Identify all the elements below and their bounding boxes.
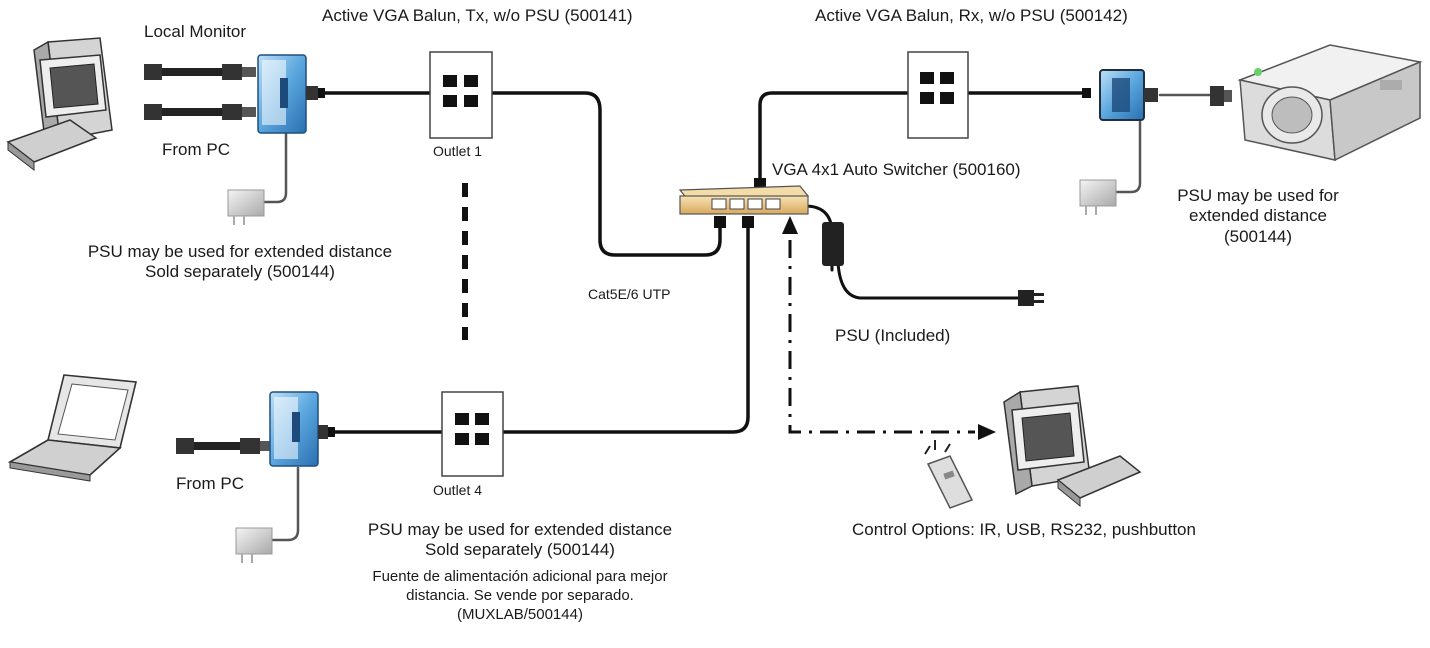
wall-outlet-icon xyxy=(441,391,504,477)
spanish-note-line: distancia. Se vende por separado. xyxy=(406,587,634,605)
outlet4-label: Outlet 4 xyxy=(433,482,483,498)
psu-bottom-line: Sold separately (500144) xyxy=(425,540,615,560)
psu-rx-note: PSU may be used for extended distance (5… xyxy=(1140,186,1376,247)
psu-rx-line: PSU may be used for xyxy=(1177,186,1339,205)
laptop-icon xyxy=(7,374,137,482)
tx-balun-icon xyxy=(269,391,328,467)
rj45-end xyxy=(326,427,335,437)
psu-top-left-line: PSU may be used for extended distance xyxy=(87,242,393,261)
arrow-up-icon xyxy=(782,216,798,234)
vga-cable-icon xyxy=(176,438,272,454)
psu-included-label: PSU (Included) xyxy=(835,326,951,345)
from-pc-bottom-label: From PC xyxy=(176,474,244,493)
arrow-right-icon xyxy=(978,424,996,440)
psu-rx-line: (500144) xyxy=(1223,226,1293,246)
rj45-end xyxy=(316,88,325,98)
psu-top-left-note: PSU may be used for extended distance So… xyxy=(30,242,450,283)
spanish-note: Fuente de alimentación adicional para me… xyxy=(300,567,740,625)
switcher-label: VGA 4x1 Auto Switcher (500160) xyxy=(772,160,1021,179)
tx-balun-icon xyxy=(257,54,318,134)
psu-bottom-note: PSU may be used for extended distance So… xyxy=(300,520,740,561)
rj45-end xyxy=(742,216,754,228)
psu-top-left-line: Sold separately (500144) xyxy=(145,262,335,282)
vga-connector-icon xyxy=(1210,86,1232,106)
cable-psu-rx xyxy=(1113,120,1142,194)
cable-label: Cat5E/6 UTP xyxy=(588,286,671,302)
rj45-end xyxy=(714,216,726,228)
wall-outlet-icon xyxy=(429,51,493,139)
cable-psu-plug xyxy=(836,260,1027,300)
psu-adapter-icon xyxy=(1079,179,1117,215)
psu-brick-icon xyxy=(822,222,844,266)
wall-outlet-icon xyxy=(907,51,969,139)
projector-icon xyxy=(1237,44,1423,162)
cable-switcher-to-outlet-rx xyxy=(758,91,910,192)
from-pc-top-label: From PC xyxy=(162,140,230,159)
power-plug-icon xyxy=(1018,290,1044,306)
rj45-end xyxy=(1082,88,1091,98)
cable-psu-tx-bottom xyxy=(268,466,300,542)
control-options-label: Control Options: IR, USB, RS232, pushbut… xyxy=(852,520,1196,539)
psu-adapter-icon xyxy=(235,527,273,563)
desktop-pc-icon xyxy=(6,37,113,172)
rx-balun-icon xyxy=(1099,69,1158,121)
control-line xyxy=(788,240,975,434)
psu-rx-line: extended distance xyxy=(1189,206,1327,226)
spanish-note-line: Fuente de alimentación adicional para me… xyxy=(372,568,668,585)
vga-cable-icon xyxy=(144,64,256,80)
cable-psu-tx-top xyxy=(260,130,288,204)
psu-bottom-line: PSU may be used for extended distance xyxy=(367,520,673,539)
tx-balun-label: Active VGA Balun, Tx, w/o PSU (500141) xyxy=(322,6,633,25)
spanish-note-line: (MUXLAB/500144) xyxy=(457,606,583,624)
rx-balun-label: Active VGA Balun, Rx, w/o PSU (500142) xyxy=(815,6,1128,25)
switcher-icon xyxy=(678,185,810,215)
desktop-pc-icon xyxy=(1003,385,1142,508)
local-monitor-label: Local Monitor xyxy=(144,22,247,41)
vga-cable-icon xyxy=(144,104,256,120)
cable-outlet1-to-switcher xyxy=(490,91,722,257)
cable-outlet4-to-switcher xyxy=(501,220,750,434)
ir-remote-icon xyxy=(924,440,974,509)
psu-adapter-icon xyxy=(227,189,265,225)
outlet1-label: Outlet 1 xyxy=(433,143,483,159)
cables xyxy=(320,91,1087,434)
